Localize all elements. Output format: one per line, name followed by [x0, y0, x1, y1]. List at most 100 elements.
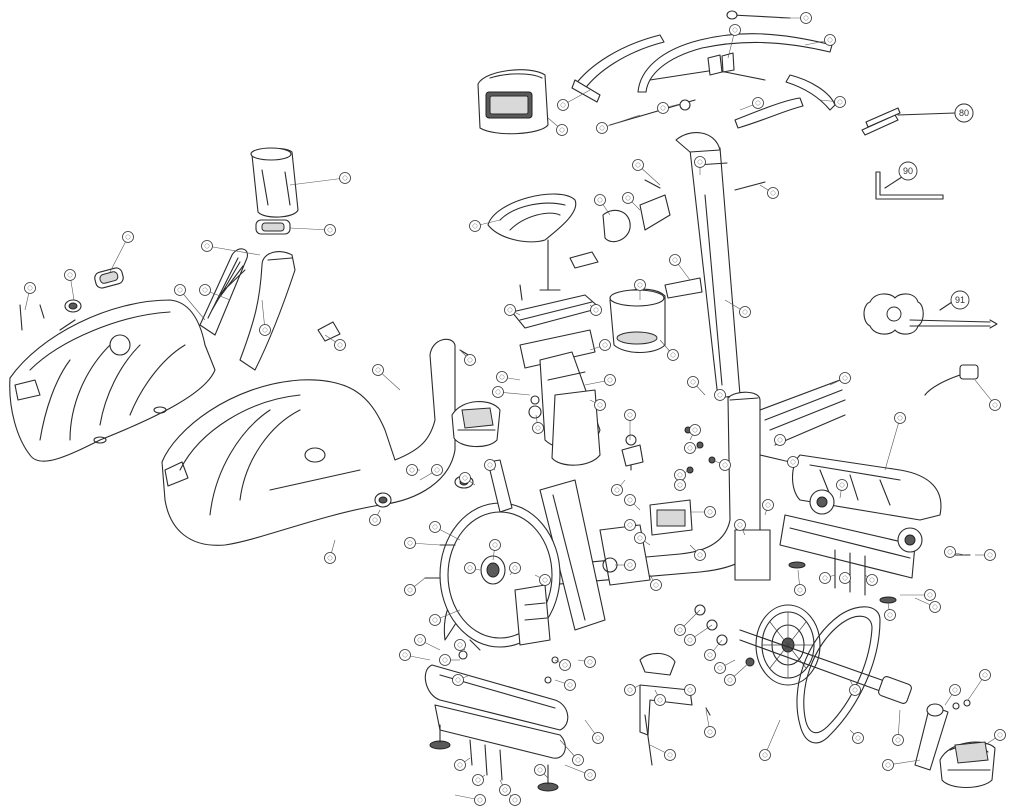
part-callout-number-mark	[342, 175, 348, 181]
handlebars	[571, 10, 836, 129]
part-callout-number-mark	[562, 662, 568, 668]
part-callout-number-mark	[475, 777, 481, 783]
part-callout-number-mark	[502, 787, 508, 793]
part-callout-number-mark	[602, 342, 608, 348]
part-callout-number-mark	[455, 677, 461, 683]
part-callout-bubble	[624, 559, 636, 571]
part-callout-bubble	[657, 102, 669, 114]
part-callout-bubble	[719, 459, 731, 471]
part-callout-number-mark	[542, 577, 548, 583]
part-callout-number-mark	[839, 482, 845, 488]
callout-accessory-bolts: 80	[954, 103, 974, 123]
part-callout-bubble	[684, 684, 696, 696]
part-callout-bubble	[892, 734, 904, 746]
part-callout-bubble	[596, 122, 608, 134]
part-callout-bubble	[464, 354, 476, 366]
front-stabilizer	[424, 664, 569, 792]
part-callout-number-mark	[742, 309, 748, 315]
part-callout-bubble	[492, 386, 504, 398]
part-callout-bubble	[404, 537, 416, 549]
part-callout-bubble	[704, 506, 716, 518]
part-callout-number-mark	[597, 197, 603, 203]
part-callout-bubble	[836, 479, 848, 491]
part-callout-bubble	[729, 24, 741, 36]
part-callout-bubble	[774, 434, 786, 446]
callout-leader-line	[764, 719, 781, 756]
part-callout-number-mark	[717, 665, 723, 671]
flywheel	[439, 502, 561, 648]
part-callout-bubble	[674, 479, 686, 491]
part-callout-number-mark	[697, 159, 703, 165]
part-callout-bubble	[611, 484, 623, 496]
part-callout-number-mark	[587, 772, 593, 778]
part-callout-number-mark	[467, 565, 473, 571]
part-callout-bubble	[459, 472, 471, 484]
part-callout-number-mark	[947, 549, 953, 555]
part-callout-number-mark	[457, 762, 463, 768]
part-callout-number-mark	[177, 287, 183, 293]
part-callout-bubble	[439, 654, 451, 666]
part-callout-number-mark	[327, 227, 333, 233]
part-callout-number-mark	[667, 752, 673, 758]
part-callout-number-mark	[653, 582, 659, 588]
part-callout-bubble	[866, 574, 878, 586]
part-callout-number-mark	[690, 379, 696, 385]
part-callout-bubble	[852, 732, 864, 744]
part-callout-number-mark	[687, 637, 693, 643]
part-callout-bubble	[594, 194, 606, 206]
part-callout-bubble	[929, 601, 941, 613]
part-callout-number-mark	[495, 389, 501, 395]
part-callout-bubble	[534, 764, 546, 776]
part-callout-bubble	[684, 442, 696, 454]
cup-holder	[609, 277, 703, 354]
part-callout-number-mark	[614, 487, 620, 493]
part-callout-bubble	[539, 574, 551, 586]
part-callout-bubble	[650, 579, 662, 591]
part-callout-number-mark	[737, 522, 743, 528]
part-callout-number-mark	[560, 102, 566, 108]
part-callout-number-mark	[672, 257, 678, 263]
right-pedal	[939, 741, 996, 789]
multi-wrench	[863, 293, 998, 335]
left-rear-shroud	[9, 299, 216, 462]
part-callout-number-mark	[593, 307, 599, 313]
part-callout-bubble	[324, 552, 336, 564]
part-callout-bubble	[882, 759, 894, 771]
part-callout-number-mark	[895, 737, 901, 743]
callout-leader-line	[289, 177, 346, 186]
part-callout-number-mark	[507, 307, 513, 313]
part-callout-number-mark	[855, 735, 861, 741]
upper-rails	[759, 379, 846, 446]
small-caps	[19, 267, 124, 331]
part-callout-number-mark	[869, 577, 875, 583]
part-callout-bubble	[689, 424, 701, 436]
part-callout-number-mark	[587, 659, 593, 665]
part-callout-bubble	[894, 412, 906, 424]
part-callout-bubble	[174, 284, 186, 296]
callout-leader-line	[884, 417, 901, 471]
part-callout-number-mark	[692, 427, 698, 433]
callout-leader-line	[601, 114, 641, 129]
part-callout-bubble	[399, 649, 411, 661]
center-shroud	[161, 338, 456, 546]
part-callout-bubble	[429, 521, 441, 533]
part-callout-number-mark	[472, 223, 478, 229]
part-callout-bubble	[819, 572, 831, 584]
part-callout-number-mark	[707, 652, 713, 658]
part-callout-bubble	[734, 519, 746, 531]
part-callout-number-mark	[409, 467, 415, 473]
rear-stabilizer-cover	[779, 454, 942, 604]
callout-leader-line	[179, 289, 206, 321]
part-callout-number-mark	[687, 445, 693, 451]
part-callout-number-mark	[595, 735, 601, 741]
part-callout-number-mark	[997, 732, 1003, 738]
part-callout-bubble	[369, 514, 381, 526]
part-callout-number-mark	[657, 697, 663, 703]
part-callout-bubble	[324, 224, 336, 236]
part-callout-bubble	[667, 349, 679, 361]
part-callout-bubble	[496, 371, 508, 383]
part-callout-bubble	[564, 679, 576, 691]
part-callout-number-mark	[402, 652, 408, 658]
part-callout-bubble	[624, 409, 636, 421]
tension-knob	[621, 434, 644, 471]
